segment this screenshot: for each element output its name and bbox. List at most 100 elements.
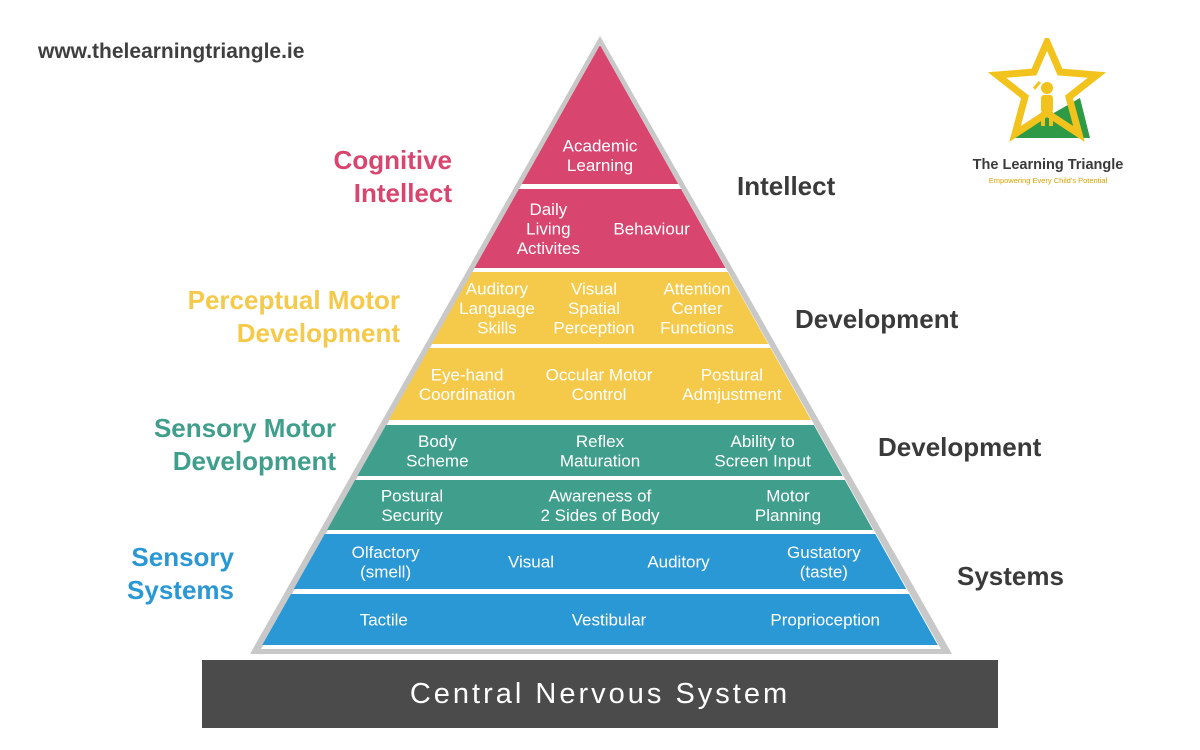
cell-awareness-of-2-sides-of-body: [483, 480, 717, 530]
brand-tagline: Empowering Every Child's Potential: [988, 176, 1108, 185]
cell-attention-center-functions-line-2: Center: [672, 299, 723, 318]
cell-motor-planning-line-1: Motor: [766, 486, 810, 505]
cell-visual-label: Visual: [508, 553, 554, 572]
cell-tactile: [262, 594, 491, 645]
cell-visual-spatial-perception: [542, 272, 646, 344]
right-label-systems: Systems: [957, 561, 1064, 591]
cell-gustatory-taste-line-2: (taste): [800, 562, 848, 581]
cell-daily-living-activites-line-3: Activites: [517, 239, 580, 258]
website-url[interactable]: www.thelearningtriangle.ie: [38, 40, 305, 63]
cell-visual-spatial-perception-line-3: Perception: [553, 319, 634, 338]
cell-academic-learning-line-2: Learning: [567, 156, 633, 175]
label-perceptual-motor-development: Perceptual Motor Development: [188, 284, 400, 350]
cell-motor-planning-line-2: Planning: [755, 506, 821, 525]
label-sensory-systems: Sensory Systems: [127, 541, 234, 607]
label-sensory-motor-development: Sensory Motor Development: [154, 412, 336, 478]
cell-behaviour-line-1: Behaviour: [613, 220, 690, 239]
cell-auditory-language-skills: [431, 272, 542, 344]
cell-gustatory-taste-label: Gustatory(taste): [787, 543, 861, 582]
cell-auditory-line-1: Auditory: [647, 553, 710, 572]
cell-postural-admjustment: [673, 348, 812, 420]
cell-postural-security-line-1: Postural: [381, 486, 443, 505]
cell-daily-living-activites-line-1: Daily: [529, 200, 567, 219]
cell-olfactory-smell: [293, 534, 462, 589]
right-label-development-sensory-motor: Development: [878, 432, 1042, 462]
cell-olfactory-smell-line-2: (smell): [360, 562, 411, 581]
label-perceptual-line-2: Development: [236, 318, 400, 348]
cell-proprioception: [727, 594, 938, 645]
cell-auditory: [600, 534, 757, 589]
cell-daily-living-activites-line-2: Living: [526, 220, 570, 239]
cell-behaviour: [600, 189, 726, 268]
label-sensory-systems-line-1: Sensory: [131, 542, 234, 572]
cell-reflex-maturation-line-2: Maturation: [560, 451, 640, 470]
cell-occular-motor-control-line-1: Occular Motor: [546, 365, 653, 384]
cell-postural-security-line-2: Security: [381, 506, 443, 525]
label-cognitive-intellect: Cognitive Intellect: [334, 144, 452, 210]
cell-awareness-of-2-sides-of-body-line-2: 2 Sides of Body: [540, 506, 660, 525]
label-sensory-motor-line-1: Sensory Motor: [153, 413, 336, 443]
cell-occular-motor-control: [525, 348, 673, 420]
cell-gustatory-taste-line-1: Gustatory: [787, 543, 861, 562]
learning-triangle-logo-icon: [987, 38, 1107, 142]
cell-proprioception-line-1: Proprioception: [770, 611, 880, 630]
cell-ability-to-screen-input: [697, 425, 843, 476]
cell-auditory-language-skills-line-3: Skills: [477, 319, 517, 338]
right-label-development-perceptual: Development: [795, 304, 959, 334]
cell-tactile-label: Tactile: [360, 611, 408, 630]
cell-motor-planning: [717, 480, 874, 530]
cell-postural-admjustment-line-2: Admjustment: [682, 385, 781, 404]
cell-auditory-label: Auditory: [647, 553, 710, 572]
cell-attention-center-functions-line-3: Functions: [660, 319, 734, 338]
cell-postural-admjustment-line-1: Postural: [701, 365, 763, 384]
central-nervous-system-label: Central Nervous System: [409, 678, 791, 710]
cell-visual-line-1: Visual: [508, 553, 554, 572]
cell-academic-learning-line-1: Academic: [563, 136, 638, 155]
cell-postural-security: [326, 480, 483, 530]
cell-auditory-language-skills-line-1: Auditory: [466, 280, 529, 299]
cell-tactile-line-1: Tactile: [360, 611, 408, 630]
cell-occular-motor-control-line-2: Control: [572, 385, 627, 404]
brand-name: The Learning Triangle: [972, 157, 1124, 173]
label-sensory-motor-line-2: Development: [172, 446, 336, 476]
cell-auditory-language-skills-line-2: Language: [459, 299, 535, 318]
cell-reflex-maturation: [503, 425, 697, 476]
cell-eye-hand-coordination-line-2: Coordination: [419, 385, 515, 404]
label-sensory-systems-line-2: Systems: [127, 575, 234, 605]
cell-visual: [462, 534, 600, 589]
cell-vestibular-line-1: Vestibular: [572, 611, 647, 630]
logo-child-figure-icon: [1032, 80, 1053, 126]
cell-behaviour-label: Behaviour: [613, 220, 690, 239]
cell-body-scheme-line-1: Body: [418, 432, 457, 451]
label-cognitive-line-2: Intellect: [353, 178, 452, 208]
cell-eye-hand-coordination-line-1: Eye-hand: [431, 365, 504, 384]
cell-daily-living-activites: [474, 189, 600, 268]
cell-body-scheme: [357, 425, 503, 476]
cell-academic-learning: [521, 46, 679, 184]
cell-awareness-of-2-sides-of-body-line-1: Awareness of: [549, 486, 652, 505]
right-label-intellect: Intellect: [737, 171, 836, 201]
cell-proprioception-label: Proprioception: [770, 611, 880, 630]
cell-reflex-maturation-line-1: Reflex: [576, 432, 625, 451]
cell-olfactory-smell-line-1: Olfactory: [352, 543, 421, 562]
cell-attention-center-functions-line-1: Attention: [663, 280, 730, 299]
cell-ability-to-screen-input-line-2: Screen Input: [714, 451, 811, 470]
cell-ability-to-screen-input-line-1: Ability to: [731, 432, 795, 451]
label-cognitive-line-1: Cognitive: [333, 145, 452, 175]
